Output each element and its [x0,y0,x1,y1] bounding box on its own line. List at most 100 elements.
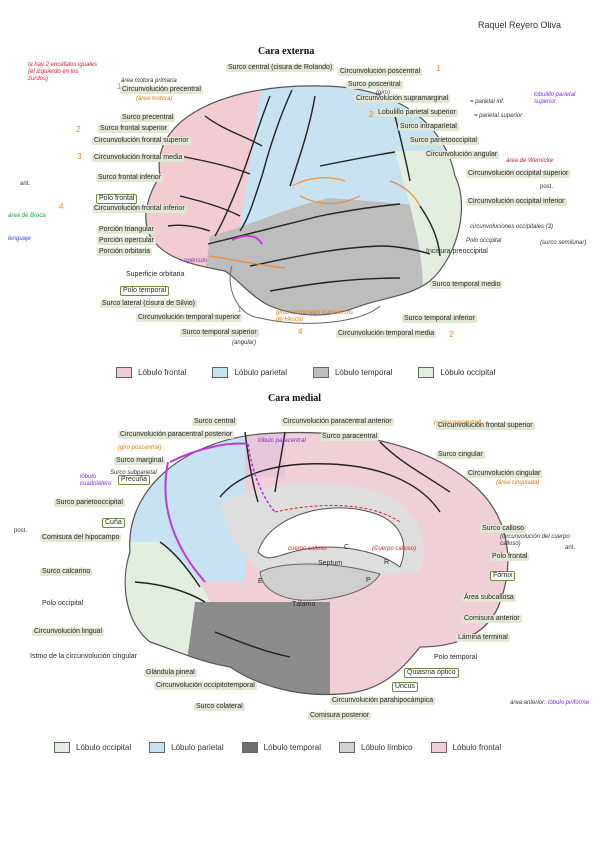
note-area-anterior: área anterior: [510,700,546,706]
quiasma-optico-label: Quiasma óptico [404,668,459,678]
note-cuerpo-calloso-label: (Cuerpo calloso) [372,546,417,552]
superficie-orbitaria-label: Superficie orbitaria [126,271,185,278]
polo-frontal-label: Polo frontal [96,194,138,204]
circ-occipital-superior-label: Circunvolución occipital superior [466,170,571,178]
medial-temporal-region [180,602,330,695]
author-name: Raquel Reyero Oliva [478,20,562,30]
circ-paracentral-posterior-label: Circunvolución paracentral posterior [118,431,235,439]
surco-calcarino-label: Surco calcarino [40,568,93,576]
surco-precentral-label: Surco precentral [120,114,176,122]
medial-brain-illustration [124,431,509,696]
note-giro: (giro) [376,90,391,96]
med-surco-central-label: Surco central [192,418,238,426]
incisura-preoccipital-label: Incisura preoccipital [426,248,488,255]
talamo-label: Tálamo [292,601,316,608]
note-cuerpo-calloso-inline: cuerpo calloso [288,546,327,552]
circ-precentral-label: Circunvolución precentral [120,86,203,94]
note-motora-primaria: área motora primaria [121,78,177,84]
letter-r-label: R [384,559,390,566]
lobulillo-parietal-superior-label: Lobulillo parietal superior [376,109,458,117]
lamina-terminal-label: Lámina terminal [456,634,510,642]
circ-supramarginal-label: Circunvolución supramarginal [354,95,451,103]
area-subcallosa-label: Área subcallosa [462,594,516,602]
note-lobulillo-parietal: lobulillo parietal superior [534,92,576,105]
orange-annotations [209,177,421,269]
medial-view-title: Cara medial [268,393,322,404]
porcion-triangular-label: Porción triangular [97,226,156,234]
comisura-hipocampo-label: Comisura del hipocampo [40,534,122,542]
svg-text:2: 2 [449,330,454,339]
surco-colateral-label: Surco colateral [194,703,245,711]
legend-med-parietal: Lóbulo parietal [149,742,224,753]
surco-temporal-superior-label: Surco temporal superior [180,329,259,337]
thalamus-shape [259,563,381,601]
circ-cingular-label: Circunvolución cingular [466,470,543,478]
circ-paracentral-anterior-label: Circunvolución paracentral anterior [281,418,394,426]
note-lenguaje: lenguaje [8,236,31,242]
letter-c-label: C [344,544,350,551]
legend-parietal: Lóbulo parietal [212,367,287,378]
note-area-broca: área de Broca [8,213,46,219]
external-legend: Lóbulo frontal Lóbulo parietal Lóbulo te… [116,367,496,378]
surco-marginal-label: Surco marginal [114,457,166,465]
sulci-lines [167,89,441,292]
circ-occipital-inferior-label: Circunvolución occipital inferior [466,198,567,206]
note-two-brains: la hay 2 encéfalos iguales (el izquierdo… [28,62,98,82]
legend-med-occipital: Lóbulo occipital [54,742,131,753]
circ-poscentral-label: Circunvolución poscentral [338,68,423,76]
precuna-label: Precuña [118,475,151,485]
med-polo-occipital-label: Polo occipital [42,600,84,607]
legend-med-temporal: Lóbulo temporal [241,742,321,753]
med-circ-frontal-superior-label: Circunvolución frontal superior [436,422,535,430]
legend-med-frontal: Lóbulo frontal [430,742,501,753]
svg-text:1: 1 [117,82,122,91]
note-circ-cuerpo-calloso: (circunvolución del cuerpo calloso) [500,534,570,547]
porcion-opercular-label: Porción opercular [97,237,156,245]
note-surco-semilunar: (surco semilunar) [540,240,587,246]
circ-angular-label: Circunvolución angular [424,151,500,159]
medial-anterior-marker: ant. [565,545,576,551]
note-angular: (angular) [232,340,257,346]
med-polo-temporal-label: Polo temporal [434,654,478,661]
svg-text:1: 1 [237,305,242,314]
surco-intraparietal-label: Surco intraparietal [398,123,459,131]
note-giro-poscentral: (giro poscentral) [118,445,162,451]
svg-text:3: 3 [77,152,82,161]
cuna-label: Cuña [102,518,125,528]
circ-frontal-superior-label: Circunvolución frontal superior [92,137,191,145]
circ-temporal-superior-label: Circunvolución temporal superior [136,314,243,322]
surco-frontal-superior-label: Surco frontal superior [98,125,169,133]
note-surco-subparietal: Surco subparietal [110,470,157,476]
surco-temporal-medio-label: Surco temporal medio [430,281,503,289]
note-lobulo-paracentral: lóbulo paracentral [258,438,306,444]
comisura-posterior-label: Comisura posterior [308,712,372,720]
circ-frontal-inferior-label: Circunvolución frontal inferior [92,205,187,213]
note-operculo: opérculo [184,258,208,264]
legend-temporal: Lóbulo temporal [312,367,392,378]
surco-central-label: Surco central (cisura de Rolando) [226,64,335,72]
medial-sulci-lines [134,431,451,658]
medial-legend: Lóbulo occipital Lóbulo parietal Lóbulo … [54,742,501,753]
note-parietal-inferior: = parietal inf. [470,99,505,105]
external-posterior-marker: post. [540,184,554,190]
note-area-wernicke: área de Wernicke [506,158,553,164]
note-lobulo-cuadrilatero: lóbulo cuadrilátero [80,474,112,487]
fornix-label: Fórnix [490,571,516,581]
circ-parahipocampica-label: Circunvolución parahipocámpica [330,697,436,705]
note-giro-precentral: (= giro precentral) [434,420,482,426]
legend-occipital: Lóbulo occipital [418,367,496,378]
note-circ-occipitales: circunvoluciones occipitales (3) [470,224,554,230]
med-surco-parietooccipital-label: Surco parietooccipital [54,499,125,507]
surco-frontal-inferior-label: Surco frontal inferior [96,174,164,182]
note-polo-occipital: Polo occipital [466,238,502,244]
external-anterior-marker: ant. [20,181,31,187]
uncus-label: Uncus [392,682,418,692]
external-view-title: Cara externa [258,46,315,57]
paracentral-lobule-region [245,432,285,477]
comisura-anterior-label: Comisura anterior [462,615,522,623]
letter-e-label: E [258,578,263,585]
note-area-cingulada: (área cingulada) [496,480,540,486]
septum-label: Septum [318,560,343,567]
istmo-label: Istmo de la circunvolución cingular [30,653,137,660]
legend-frontal: Lóbulo frontal [116,367,186,378]
